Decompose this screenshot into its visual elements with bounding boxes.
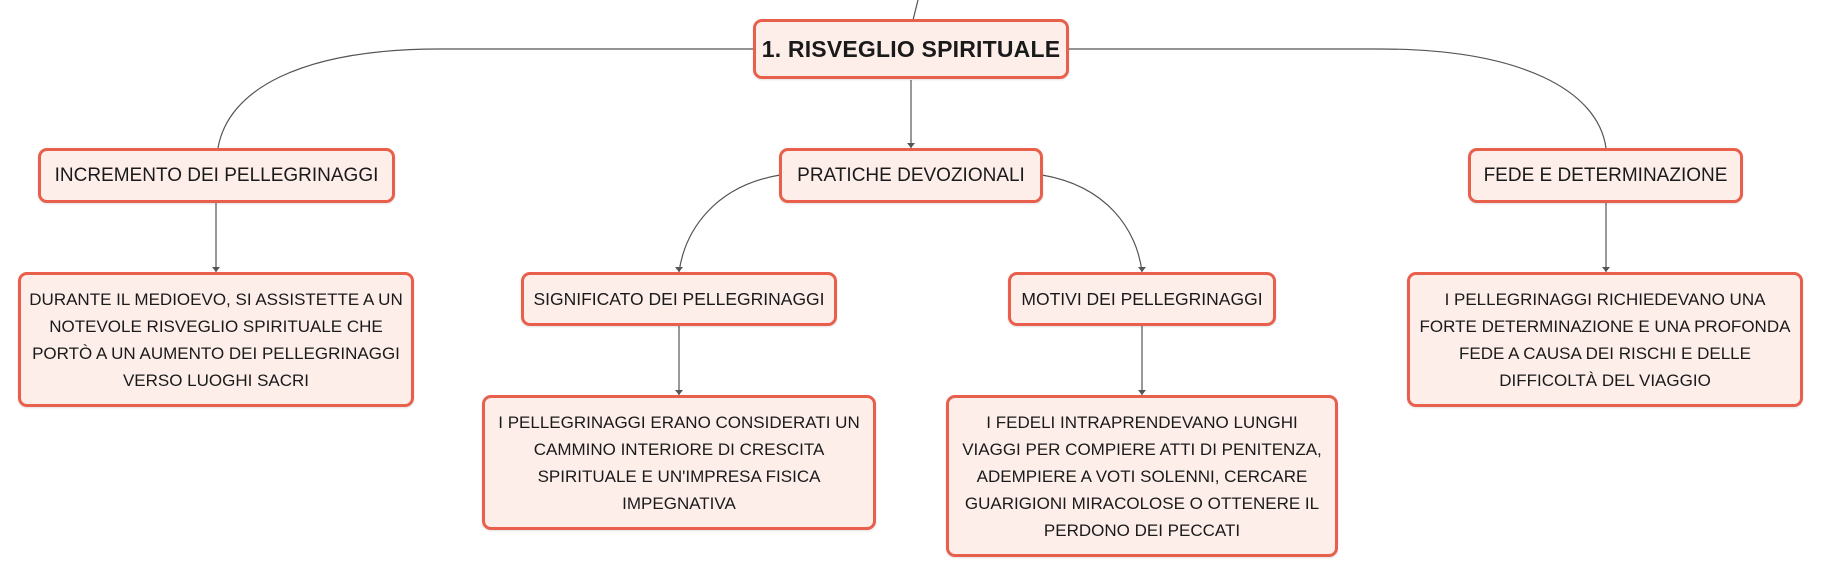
arrowhead xyxy=(1138,267,1146,272)
subtopic-label: MOTIVI DEI PELLEGRINAGGI xyxy=(1021,288,1263,309)
detail-text: I PELLEGRINAGGI RICHIEDEVANO UNA FORTE D… xyxy=(1419,289,1791,390)
detail-text: I FEDELI INTRAPRENDEVANO LUNGHI VIAGGI P… xyxy=(962,412,1322,540)
topic-label: INCREMENTO DEI PELLEGRINAGGI xyxy=(54,164,379,186)
topic-incremento-pellegrinaggi[interactable]: INCREMENTO DEI PELLEGRINAGGI xyxy=(38,148,395,203)
arrowhead xyxy=(907,143,915,148)
root-label: 1. RISVEGLIO SPIRITUALE xyxy=(761,35,1061,62)
detail-motivi-pellegrinaggi[interactable]: I FEDELI INTRAPRENDEVANO LUNGHI VIAGGI P… xyxy=(946,395,1338,557)
detail-incremento-pellegrinaggi[interactable]: DURANTE IL MEDIOEVO, SI ASSISTETTE A UN … xyxy=(18,272,414,407)
topic-label: PRATICHE DEVOZIONALI xyxy=(797,164,1025,186)
detail-fede-determinazione[interactable]: I PELLEGRINAGGI RICHIEDEVANO UNA FORTE D… xyxy=(1407,272,1803,407)
subtopic-motivi-pellegrinaggi[interactable]: MOTIVI DEI PELLEGRINAGGI xyxy=(1008,272,1276,326)
topic-fede-determinazione[interactable]: FEDE E DETERMINAZIONE xyxy=(1468,148,1743,203)
connector-pratiche-motivi xyxy=(1041,174,1143,273)
arrowhead xyxy=(1602,267,1610,272)
arrowhead xyxy=(675,267,683,272)
detail-text: DURANTE IL MEDIOEVO, SI ASSISTETTE A UN … xyxy=(29,289,403,390)
detail-significato-pellegrinaggi[interactable]: I PELLEGRINAGGI ERANO CONSIDERATI UN CAM… xyxy=(482,395,876,530)
connector-root-fede xyxy=(1066,48,1607,149)
topic-label: FEDE E DETERMINAZIONE xyxy=(1483,164,1728,186)
topic-pratiche-devozionali[interactable]: PRATICHE DEVOZIONALI xyxy=(779,148,1043,203)
detail-text: I PELLEGRINAGGI ERANO CONSIDERATI UN CAM… xyxy=(498,412,860,513)
arrowhead xyxy=(212,267,220,272)
arrowhead xyxy=(1138,390,1146,395)
arrowhead xyxy=(675,390,683,395)
connector-incoming xyxy=(912,0,919,21)
root-node[interactable]: 1. RISVEGLIO SPIRITUALE xyxy=(753,19,1069,79)
connector-root-incremento xyxy=(217,48,758,149)
connector-pratiche-significato xyxy=(678,174,781,273)
subtopic-label: SIGNIFICATO DEI PELLEGRINAGGI xyxy=(533,288,825,309)
subtopic-significato-pellegrinaggi[interactable]: SIGNIFICATO DEI PELLEGRINAGGI xyxy=(521,272,837,326)
